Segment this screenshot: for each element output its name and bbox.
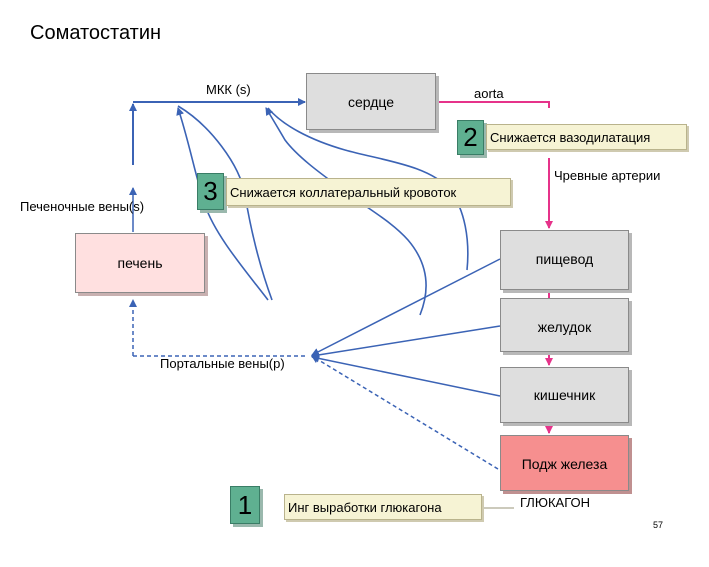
aorta-line — [437, 101, 550, 108]
stomach-label: желудок — [537, 319, 592, 335]
stomach-box: желудок — [500, 298, 629, 352]
liver-box: печень — [75, 233, 205, 293]
stomach-to-portal-line — [311, 325, 501, 359]
effect-2-note: Снижается вазодилатация — [486, 124, 687, 150]
effect-3-text: Снижается коллатеральный кровоток — [230, 184, 457, 200]
page-number: 57 — [653, 520, 664, 530]
esophagus-box: пищевод — [500, 230, 629, 290]
liver-label: печень — [117, 255, 163, 271]
celiac-arteries-label: Чревные артерии — [554, 168, 661, 183]
organ-drainage-lines — [311, 258, 501, 397]
intestine-to-portal-line — [311, 354, 501, 397]
collateral-vessel-4 — [267, 107, 469, 271]
page-title: Соматостатин — [30, 22, 162, 44]
collateral-vessels — [176, 105, 469, 316]
effect-2-text: Снижается вазодилатация — [490, 129, 651, 145]
effect-1-number: 1 — [230, 486, 260, 524]
heart-box: сердце — [306, 73, 436, 130]
effect-1-note: Инг выработки глюкагона — [284, 494, 482, 520]
effect-3-number: 3 — [197, 173, 224, 210]
hepatic-veins-label: Печеночные вены(s) — [20, 199, 145, 214]
portal-veins-label: Портальные вены(р) — [160, 356, 285, 371]
venous-return-lines — [129, 98, 306, 232]
glucagon-label: ГЛЮКАГОН — [520, 495, 591, 510]
heart-label: сердце — [347, 93, 395, 110]
pancreas-label: Подж железа — [521, 456, 608, 472]
effect-2-number: 2 — [457, 120, 484, 155]
effect-1-text: Инг выработки глюкагона — [288, 499, 442, 515]
effect-3-note: Снижается коллатеральный кровоток — [226, 178, 511, 206]
intestine-label: кишечник — [533, 387, 596, 403]
collateral-vessel-3 — [265, 107, 427, 316]
esophagus-to-portal-line — [311, 258, 501, 356]
mkk-label: МКК (s) — [206, 82, 251, 97]
pancreas-to-portal-dashed-arrow — [311, 355, 499, 470]
aorta-label: aorta — [474, 86, 504, 101]
pancreas-box: Подж железа — [500, 435, 629, 491]
esophagus-label: пищевод — [535, 251, 594, 267]
portal-dashed-lines — [129, 299, 499, 470]
intestine-box: кишечник — [500, 367, 629, 423]
